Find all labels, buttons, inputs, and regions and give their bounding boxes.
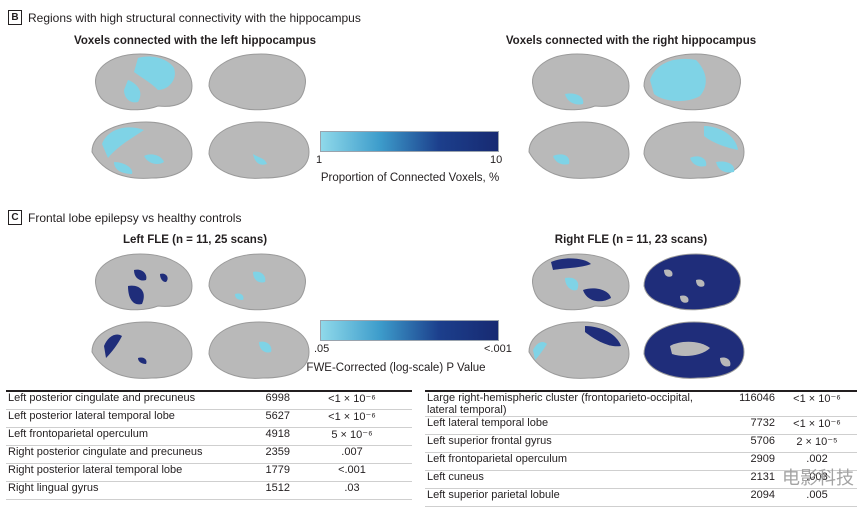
p-value-cell: 2 × 10⁻⁵ [777, 434, 857, 453]
panel-b-right-title: Voxels connected with the right hippocam… [505, 35, 757, 47]
brain-c-left-right-lateral [208, 253, 306, 311]
region-cell: Right posterior lateral temporal lobe [6, 463, 236, 482]
p-value-cell: .005 [777, 488, 857, 507]
region-cell: Left cuneus [425, 470, 715, 489]
voxel-count-cell: 2131 [715, 470, 777, 489]
voxel-count-cell: 2094 [715, 488, 777, 507]
voxel-count-cell: 2909 [715, 452, 777, 471]
watermark: 电影科技 [782, 468, 854, 489]
panel-b-colorbar-min: 1 [316, 154, 323, 166]
p-value-cell: <.001 [292, 463, 412, 482]
panel-b-colorbar-label: Proportion of Connected Voxels, % [320, 172, 500, 184]
voxel-count-cell: 5627 [236, 409, 292, 428]
panel-c-left-title: Left FLE (n = 11, 25 scans) [122, 234, 268, 246]
panel-b-left-title: Voxels connected with the left hippocamp… [74, 35, 316, 47]
voxel-count-cell: 1779 [236, 463, 292, 482]
p-value-cell: <1 × 10⁻⁶ [292, 390, 412, 410]
brain-b-right-medial-left [528, 121, 630, 179]
region-cell: Left lateral temporal lobe [425, 416, 715, 435]
brain-b-left-medial [91, 121, 193, 179]
brain-c-left-lateral [95, 253, 193, 311]
region-cell: Right lingual gyrus [6, 481, 236, 500]
panel-c-colorbar-label: FWE-Corrected (log-scale) P Value [306, 362, 486, 374]
brain-c-left-medial [91, 321, 193, 379]
right-fle-table: Large right-hemispheric cluster (frontop… [425, 390, 857, 507]
region-cell: Left superior parietal lobule [425, 488, 715, 507]
region-cell: Left posterior cingulate and precuneus [6, 390, 236, 410]
panel-c-right-title: Right FLE (n = 11, 23 scans) [554, 234, 708, 246]
brain-b-left-right-lateral [208, 53, 306, 111]
panel-b-title: Regions with high structural connectivit… [28, 10, 361, 25]
p-value-cell: <1 × 10⁻⁶ [777, 416, 857, 435]
region-cell: Right posterior cingulate and precuneus [6, 445, 236, 464]
brain-b-right-lateral-left [532, 53, 630, 111]
table-row: Large right-hemispheric cluster (frontop… [425, 390, 857, 417]
p-value-cell: .003 [777, 470, 857, 489]
p-value-cell: <1 × 10⁻⁶ [777, 390, 857, 417]
voxel-count-cell: 2359 [236, 445, 292, 464]
region-cell: Left posterior lateral temporal lobe [6, 409, 236, 428]
p-value-cell: 5 × 10⁻⁶ [292, 427, 412, 446]
voxel-count-cell: 6998 [236, 390, 292, 410]
panel-c-colorbar-min: .05 [314, 343, 330, 355]
brain-c-right-lateral-right [643, 253, 741, 311]
panel-b-colorbar-max: 10 [490, 154, 503, 166]
brain-c-right-medial-right [643, 321, 745, 379]
brain-b-left-lateral [95, 53, 193, 111]
region-cell: Large right-hemispheric cluster (frontop… [425, 390, 715, 417]
brain-b-left-medial-2 [208, 121, 310, 179]
brain-b-right-medial-right [643, 121, 745, 179]
panel-c-colorbar [320, 320, 499, 341]
voxel-count-cell: 5706 [715, 434, 777, 453]
voxel-count-cell: 4918 [236, 427, 292, 446]
region-cell: Left frontoparietal operculum [6, 427, 236, 446]
brain-c-left-medial-2 [208, 321, 310, 379]
p-value-cell: .03 [292, 481, 412, 500]
brain-c-right-lateral-left [532, 253, 630, 311]
voxel-count-cell: 1512 [236, 481, 292, 500]
p-value-cell: <1 × 10⁻⁶ [292, 409, 412, 428]
p-value-cell: .002 [777, 452, 857, 471]
panel-c-letter: C [8, 210, 22, 225]
region-cell: Left frontoparietal operculum [425, 452, 715, 471]
region-cell: Left superior frontal gyrus [425, 434, 715, 453]
panel-c-header: C Frontal lobe epilepsy vs healthy contr… [8, 210, 241, 225]
voxel-count-cell: 116046 [715, 390, 777, 417]
brain-b-right-lateral-right [643, 53, 741, 111]
panel-b-letter: B [8, 10, 22, 25]
brain-c-right-medial-left [528, 321, 630, 379]
panel-b-colorbar [320, 131, 499, 152]
panel-c-title: Frontal lobe epilepsy vs healthy control… [28, 210, 242, 225]
panel-c-colorbar-max: <.001 [484, 343, 512, 355]
voxel-count-cell: 7732 [715, 416, 777, 435]
panel-b-header: B Regions with high structural connectiv… [8, 10, 361, 25]
p-value-cell: .007 [292, 445, 412, 464]
